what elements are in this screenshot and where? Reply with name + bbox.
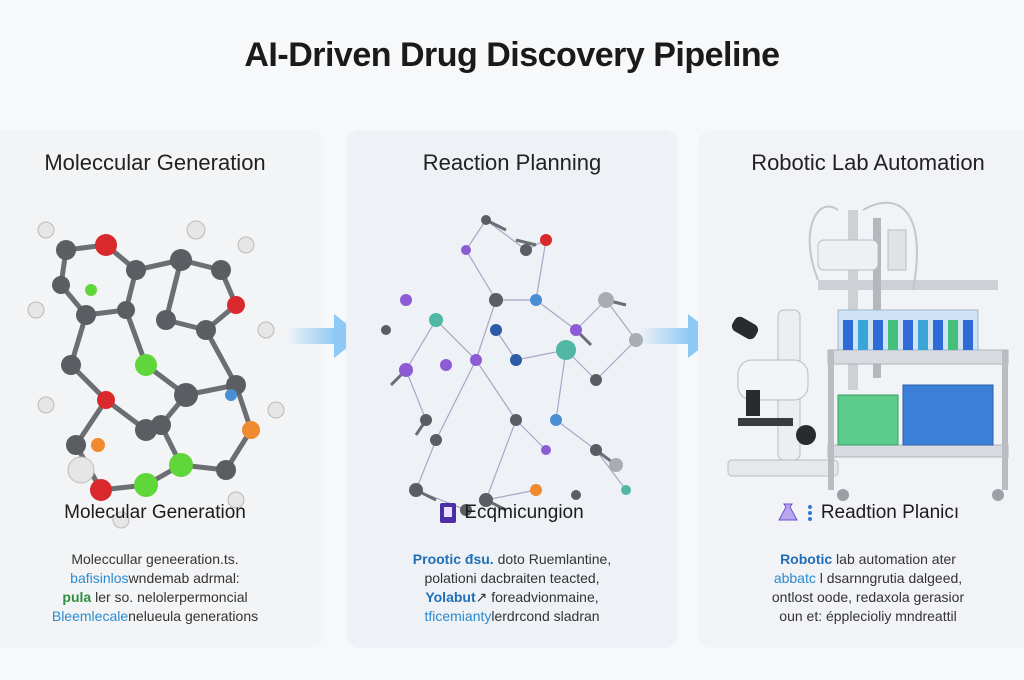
panel-description: Prootic đsu. doto Ruemlantine, polationi…	[364, 550, 660, 626]
panel-description: Moleccullar geneeration.ts. bafisinloswn…	[4, 550, 306, 626]
desc-line: Robotic lab automation ater	[780, 551, 956, 567]
desc-line: Yolabut↗ foreadvionmaine,	[425, 589, 599, 605]
desc-line: oun et: épplecioliy mndreattil	[779, 608, 957, 624]
panel-title: Robotic Lab Automation	[751, 150, 985, 175]
desc-line: abbatc l dsarnngrutia dalgeed,	[773, 570, 963, 586]
page-title: AI-Driven Drug Discovery Pipeline	[244, 36, 780, 74]
desc-line: polationi dacbraiten teacted,	[424, 570, 600, 586]
desc-line: tficemiantylerdrcond sladran	[424, 608, 600, 624]
flask-icon	[777, 503, 798, 521]
desc-line: pula ler so. nelolerрermoncial	[62, 589, 248, 605]
panel-subtitle: Readtion Planicı	[698, 502, 1024, 524]
panel-description: Robotic lab automation ater abbatc l dsa…	[716, 550, 1020, 626]
reaction-network-illustration	[381, 215, 643, 516]
molecular-generation-panel: Moleccular Generation	[0, 130, 324, 648]
desc-line: Prootic đsu. doto Ruemlantine,	[412, 551, 612, 567]
dots-icon	[807, 505, 813, 521]
lab-automation-illustration	[727, 201, 1009, 501]
robotic-lab-automation-panel: Robotic Lab Automation	[698, 130, 1024, 648]
desc-line: ontlost oode, redaxola gerasior	[771, 589, 965, 605]
panel-title: Reaction Planning	[422, 150, 602, 175]
desc-line: Moleccullar geneeration.ts.	[71, 551, 239, 567]
reaction-planning-panel: Reaction Planning	[346, 130, 678, 648]
panel-subtitle: Molecular Generation	[64, 502, 246, 523]
panel-subtitle: Ecqmicungion	[346, 502, 678, 524]
panel-title: Moleccular Generation	[44, 150, 266, 175]
document-icon	[440, 503, 457, 523]
desc-line: bafisinloswndemab adrmal:	[70, 570, 240, 586]
molecule-illustration	[27, 220, 285, 529]
desc-line: Bleemlecalenelueula generations	[51, 608, 259, 624]
